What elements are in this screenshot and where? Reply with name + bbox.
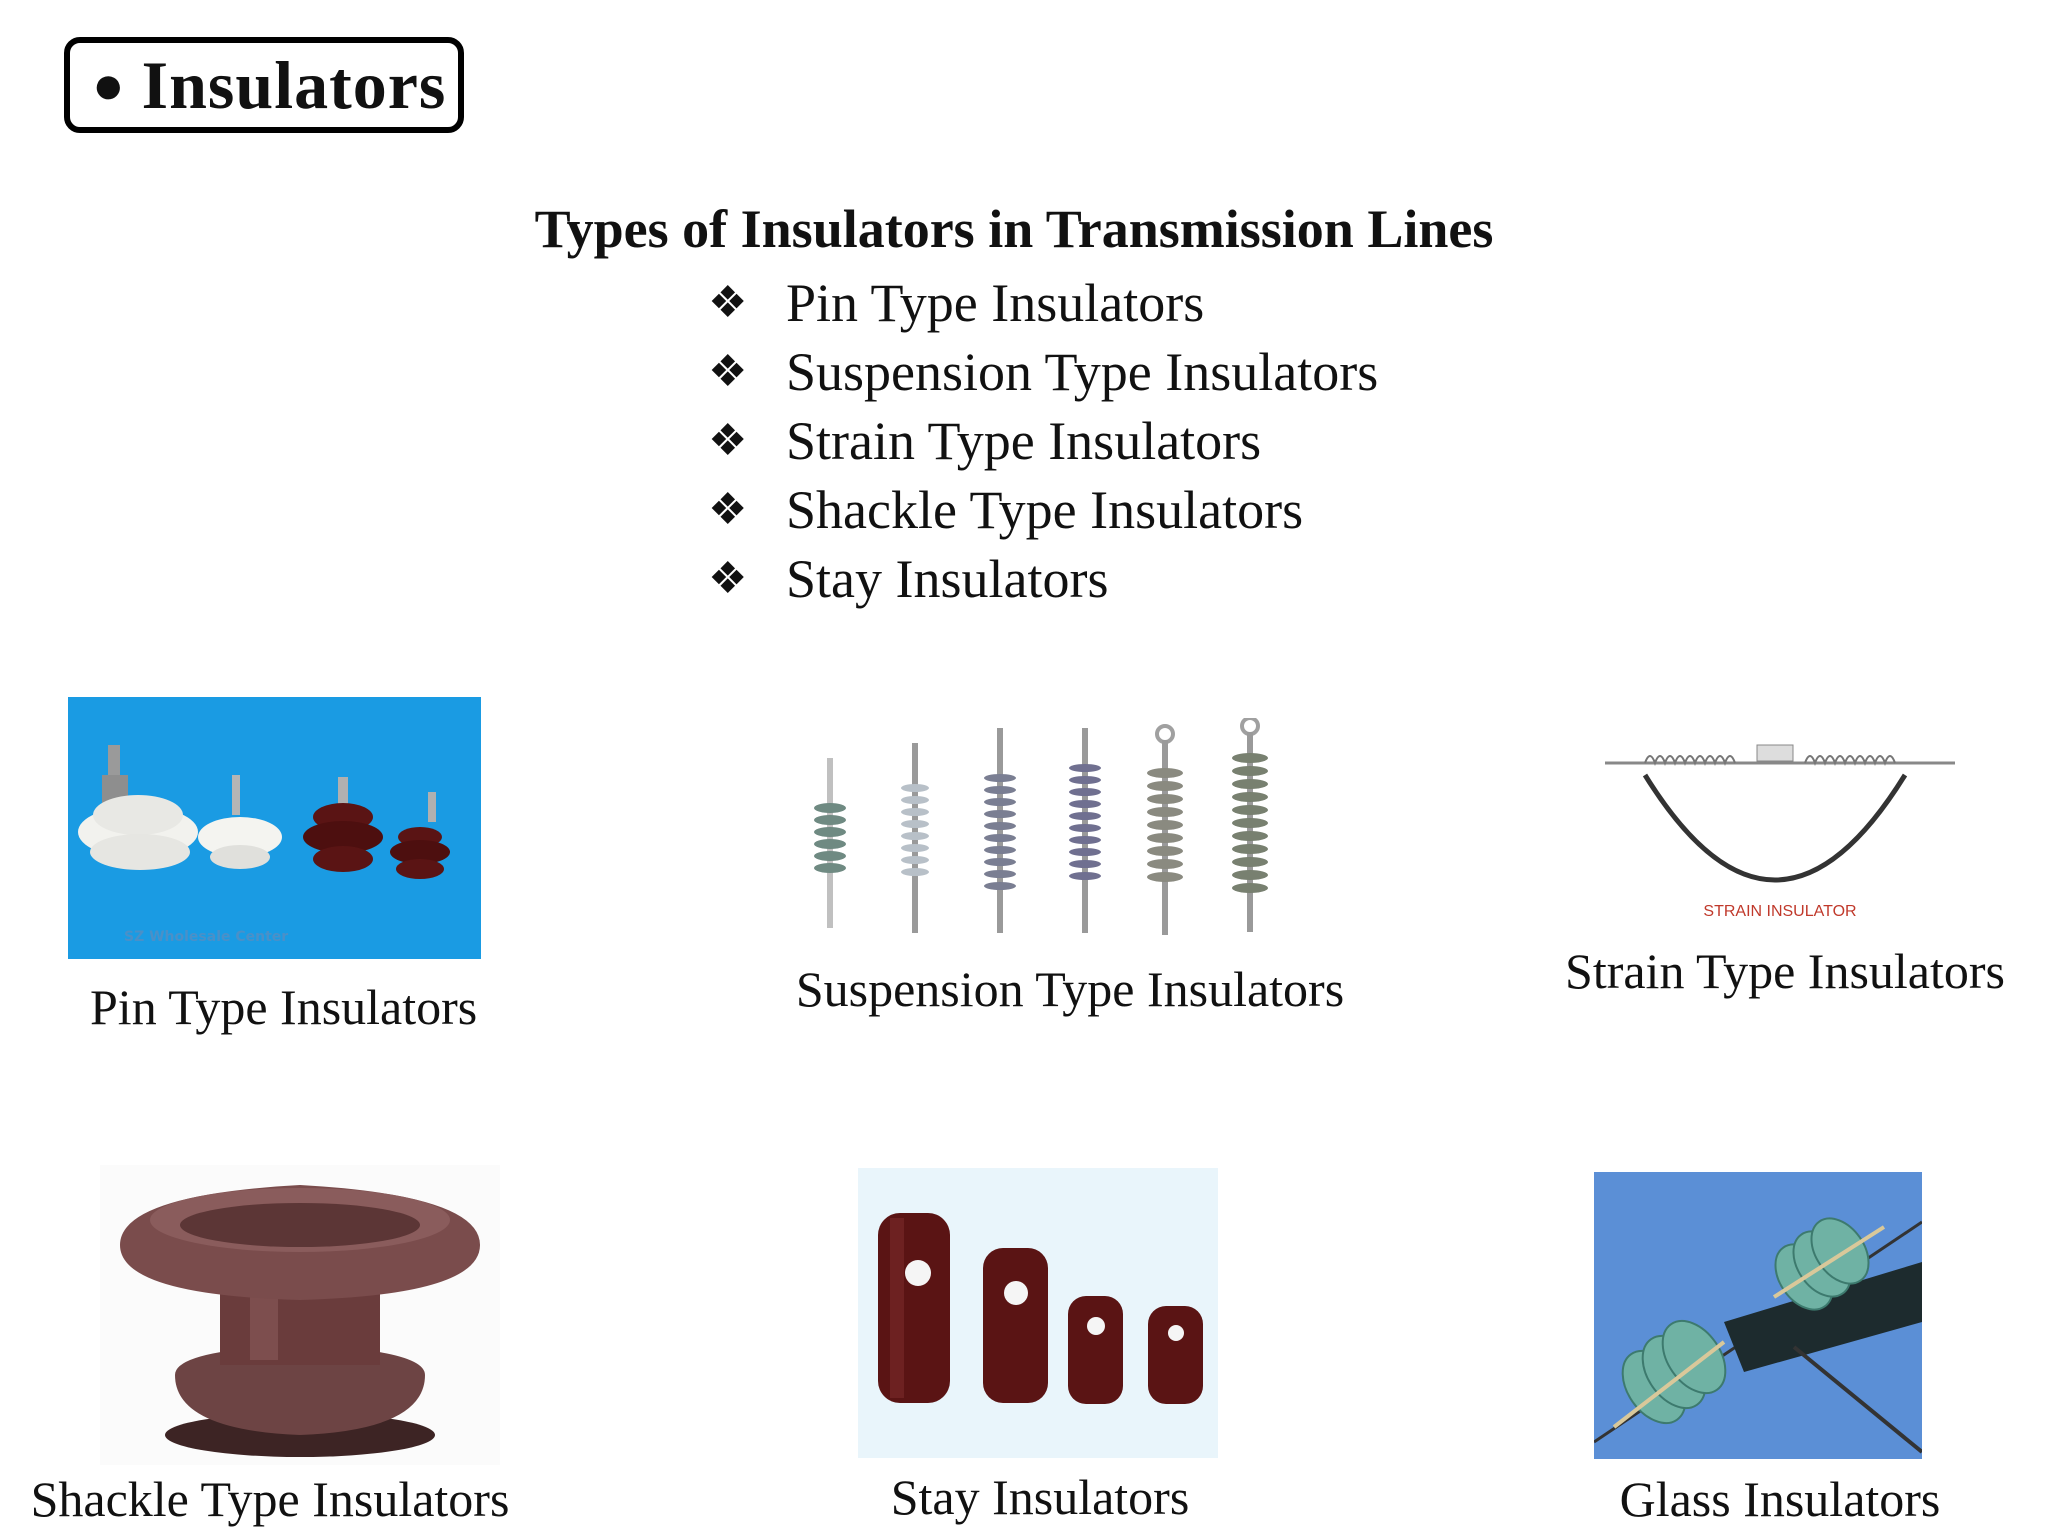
list-item: ❖ Stay Insulators	[708, 544, 1378, 613]
list-item-label: Stay Insulators	[786, 548, 1109, 609]
list-item-label: Suspension Type Insulators	[786, 341, 1379, 402]
stay-caption: Stay Insulators	[890, 1469, 1190, 1525]
shackle-caption: Shackle Type Insulators	[30, 1471, 510, 1527]
main-title-text: Types of Insulators in Transmission Line…	[534, 199, 1494, 259]
list-item-label: Shackle Type Insulators	[786, 479, 1304, 540]
diamond-bullet-icon: ❖	[708, 278, 748, 327]
diamond-bullet-icon: ❖	[708, 485, 748, 534]
section-header: ● Insulators	[64, 37, 464, 133]
pin-insulator-illustration	[78, 745, 450, 879]
diamond-bullet-icon: ❖	[708, 554, 748, 603]
glass-insulator-illustration	[1594, 1217, 1922, 1454]
suspension-caption: Suspension Type Insulators	[795, 961, 1345, 1017]
glass-caption: Glass Insulators	[1619, 1471, 1941, 1527]
strain-insulator-illustration	[1605, 744, 1955, 883]
header-bullet: ●	[92, 55, 126, 115]
pin-caption: Pin Type Insulators	[90, 979, 478, 1035]
suspension-insulator-photo	[785, 718, 1290, 948]
suspension-insulator-illustration	[814, 718, 1268, 935]
shackle-insulator-illustration	[120, 1185, 480, 1457]
list-item: ❖ Suspension Type Insulators	[708, 337, 1378, 406]
pin-photo-watermark: SZ Wholesale Center	[124, 929, 289, 945]
list-item: ❖ Pin Type Insulators	[708, 268, 1378, 337]
shackle-insulator-photo	[100, 1165, 500, 1465]
list-item: ❖ Shackle Type Insulators	[708, 475, 1378, 544]
header-label: Insulators	[141, 46, 447, 123]
list-item-label: Strain Type Insulators	[786, 410, 1262, 471]
diamond-bullet-icon: ❖	[708, 416, 748, 465]
glass-insulator-photo	[1594, 1172, 1922, 1459]
strain-insulator-photo: STRAIN INSULATOR	[1605, 715, 1955, 930]
types-list: ❖ Pin Type Insulators ❖ Suspension Type In…	[708, 268, 1378, 613]
stay-insulator-illustration	[878, 1213, 1203, 1404]
stay-insulator-photo	[858, 1168, 1218, 1458]
pin-insulator-photo: SZ Wholesale Center	[68, 697, 481, 959]
strain-caption: Strain Type Insulators	[1565, 943, 2005, 999]
list-item-label: Pin Type Insulators	[786, 272, 1205, 333]
strain-photo-label: STRAIN INSULATOR	[1703, 903, 1857, 920]
list-item: ❖ Strain Type Insulators	[708, 406, 1378, 475]
main-title: Types of Insulators in Transmission Line…	[0, 198, 2048, 260]
diamond-bullet-icon: ❖	[708, 347, 748, 396]
